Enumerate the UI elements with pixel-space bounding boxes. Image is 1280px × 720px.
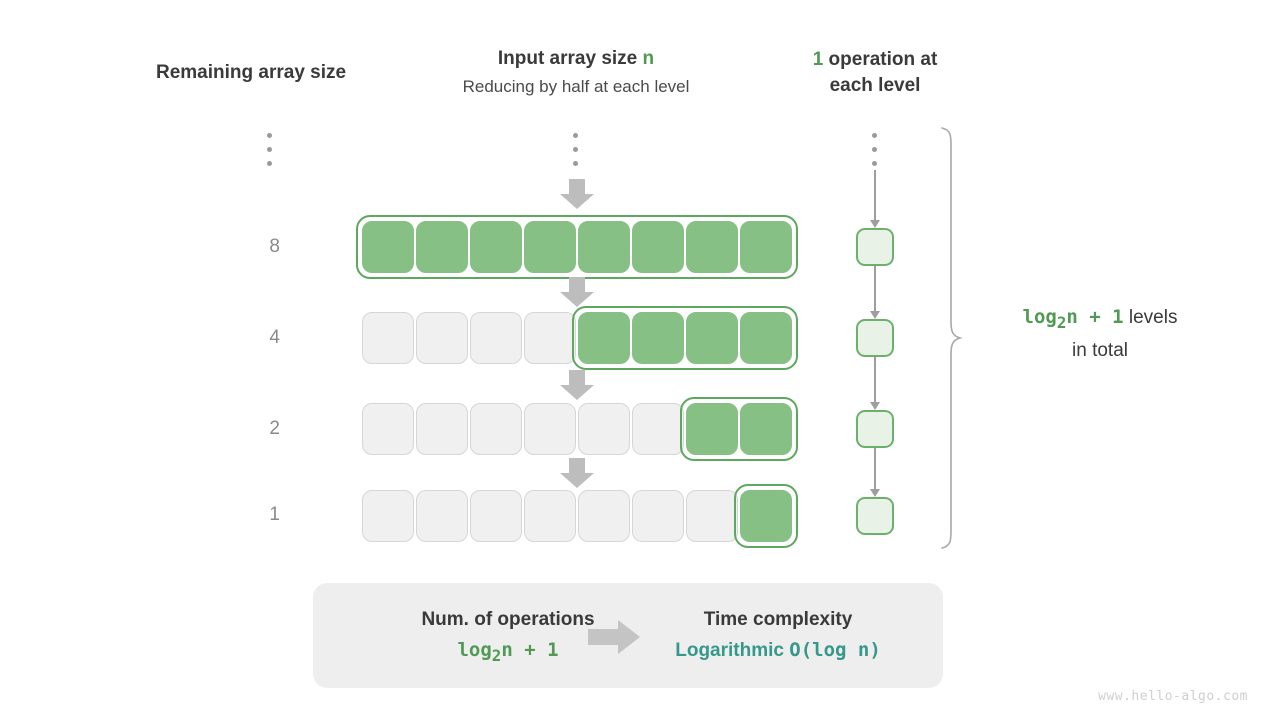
active-subarray-outline	[572, 306, 798, 370]
array-cell-active	[740, 490, 792, 542]
halving-arrow-3	[560, 370, 594, 400]
heading-input-array-size-accent: n	[642, 48, 655, 69]
array-cell-inactive	[578, 403, 630, 455]
row-label-1: 1	[269, 504, 280, 525]
active-subarray-outline	[356, 215, 798, 279]
operation-connector-arrowhead	[870, 402, 880, 410]
arrow-right-icon	[588, 620, 640, 654]
array-cell-active	[578, 221, 630, 273]
watermark: www.hello-algo.com	[1098, 689, 1248, 704]
summary-right-value: Logarithmic O(log n)	[633, 633, 923, 668]
array-cell-inactive	[362, 490, 414, 542]
array-cell-active	[362, 221, 414, 273]
complexity-name: Logarithmic	[675, 640, 784, 661]
vertical-ellipsis-middle	[573, 133, 579, 175]
operation-box	[856, 410, 894, 448]
operation-connector-line	[874, 357, 876, 402]
array-cell-active	[632, 312, 684, 364]
array-cell-active	[686, 403, 738, 455]
array-cell-inactive	[416, 312, 468, 364]
summary-left: Num. of operations log2n + 1	[353, 607, 663, 673]
operation-connector-arrowhead	[870, 489, 880, 497]
array-cell-inactive	[416, 490, 468, 542]
array-cell-active	[632, 221, 684, 273]
levels-brace	[941, 127, 963, 549]
heading-input-array-size-text: Input array size	[497, 48, 643, 69]
array-cell-active	[470, 221, 522, 273]
halving-arrow-4	[560, 458, 594, 488]
heading-operations-per-level: 1 operation at each level	[775, 47, 975, 99]
operation-box	[856, 319, 894, 357]
row-label-8: 8	[269, 236, 280, 257]
array-cell-inactive	[524, 403, 576, 455]
summary-right-title: Time complexity	[703, 609, 853, 630]
array-cell-inactive	[686, 490, 738, 542]
active-subarray-outline	[680, 397, 798, 461]
vertical-ellipsis-right	[872, 133, 878, 175]
array-cell-active	[740, 221, 792, 273]
heading-operations-rest: operation at	[823, 49, 938, 70]
row-label-4: 4	[269, 327, 280, 348]
row-label-2: 2	[269, 418, 280, 439]
operation-box	[856, 228, 894, 266]
active-subarray-outline	[734, 484, 798, 548]
operation-connector-arrowhead	[870, 220, 880, 228]
array-cell-inactive	[470, 403, 522, 455]
array-cell-inactive	[470, 490, 522, 542]
halving-arrow-1	[560, 179, 594, 209]
heading-remaining-array-size: Remaining array size	[156, 62, 347, 83]
operation-connector-line	[874, 448, 876, 489]
array-cell-inactive	[470, 312, 522, 364]
array-cell-inactive	[524, 312, 576, 364]
array-cell-active	[686, 221, 738, 273]
heading-operations-line2: each level	[829, 75, 921, 96]
levels-label-line2: in total	[1072, 339, 1128, 361]
heading-input-array-size: Input array size n Reducing by half at e…	[376, 47, 776, 99]
array-cell-inactive	[578, 490, 630, 542]
array-cell-inactive	[416, 403, 468, 455]
array-cell-inactive	[632, 490, 684, 542]
summary-left-title: Num. of operations	[421, 609, 595, 630]
heading-operations-accent: 1	[812, 49, 824, 70]
summary-right: Time complexity Logarithmic O(log n)	[633, 607, 923, 668]
array-cell-inactive	[362, 403, 414, 455]
operation-connector-line	[874, 170, 876, 220]
array-cell-active	[416, 221, 468, 273]
levels-total-label: log2n + 1 levels in total	[975, 303, 1225, 365]
halving-arrow-2	[560, 277, 594, 307]
array-cell-active	[740, 312, 792, 364]
array-cell-inactive	[632, 403, 684, 455]
array-cell-active	[686, 312, 738, 364]
array-cell-inactive	[362, 312, 414, 364]
levels-label-suffix: levels	[1123, 307, 1178, 328]
complexity-big-o: O(log n)	[789, 639, 881, 661]
vertical-ellipsis-left	[267, 133, 273, 175]
array-cell-active	[524, 221, 576, 273]
operation-connector-line	[874, 266, 876, 311]
levels-formula: log2n + 1	[1022, 306, 1124, 332]
array-cell-active	[578, 312, 630, 364]
array-cell-inactive	[524, 490, 576, 542]
heading-input-array-size-sub: Reducing by half at each level	[462, 77, 690, 96]
summary-left-value: log2n + 1	[457, 639, 559, 665]
operation-box	[856, 497, 894, 535]
array-cell-active	[740, 403, 792, 455]
operation-connector-arrowhead	[870, 311, 880, 319]
